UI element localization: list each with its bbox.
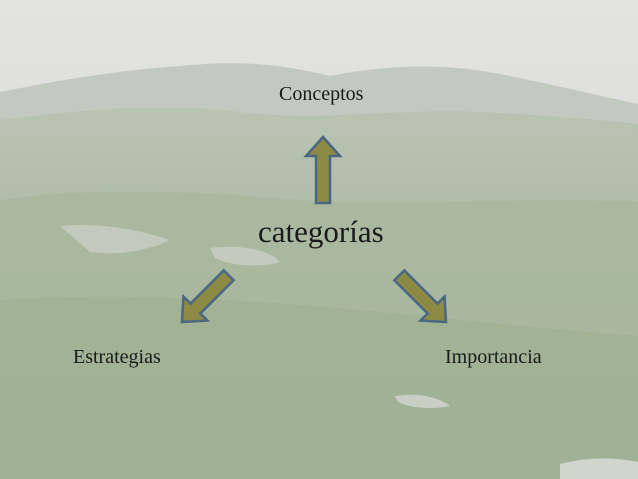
- arrow-down-right-icon: [392, 268, 448, 324]
- branch-label-importancia: Importancia: [445, 346, 542, 368]
- branch-label-conceptos: Conceptos: [279, 83, 364, 105]
- branch-label-estrategias: Estrategias: [73, 346, 161, 368]
- arrow-down-left-icon: [180, 268, 236, 324]
- arrow-up-icon: [303, 135, 343, 205]
- center-node-label: categorías: [258, 214, 384, 249]
